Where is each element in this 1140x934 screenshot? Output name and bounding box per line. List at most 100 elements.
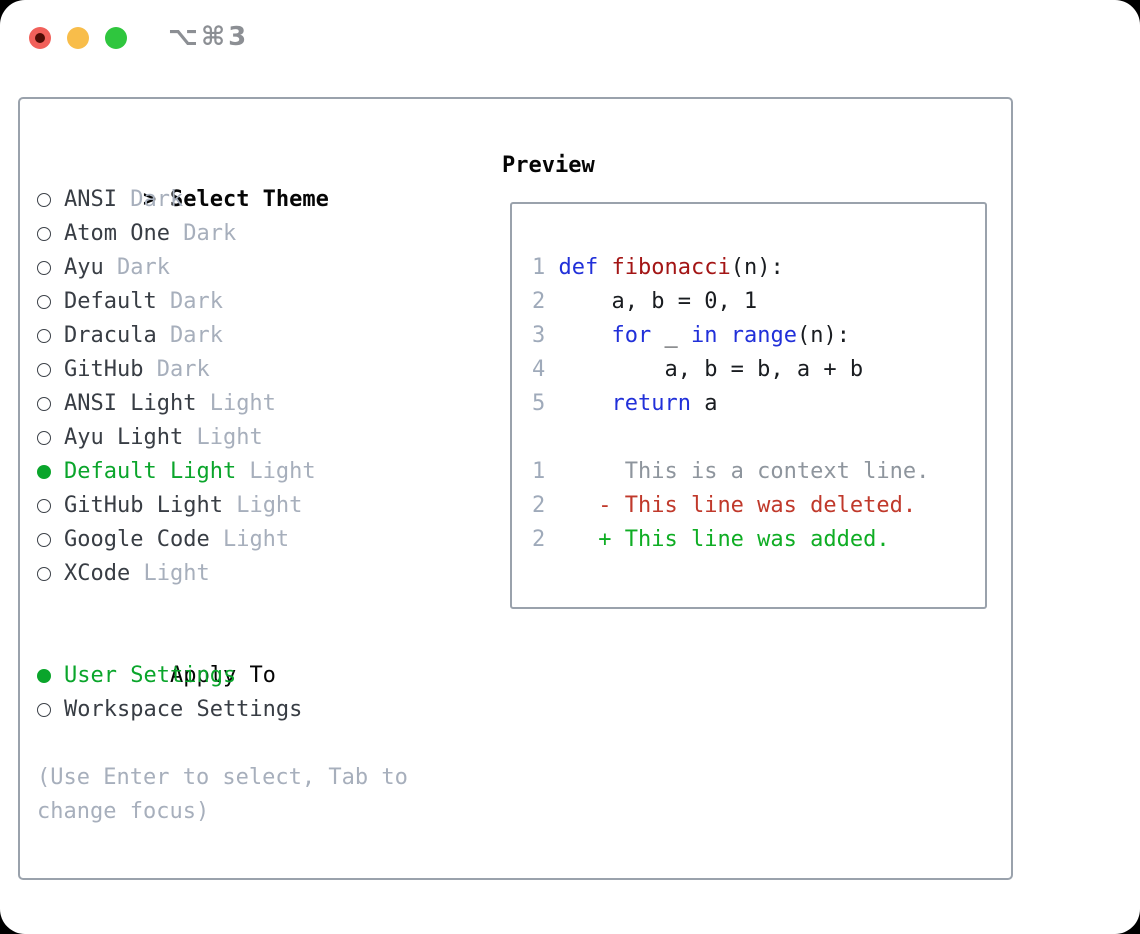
theme-variant-tag: Light xyxy=(209,527,290,552)
code-line: 2 a, b = 0, 1 xyxy=(532,285,985,319)
theme-option-dracula[interactable]: Dracula Dark xyxy=(37,319,477,353)
theme-variant-tag: Dark xyxy=(103,255,170,280)
diff-text: - This line was deleted. xyxy=(598,493,917,518)
code-token: (n): xyxy=(796,323,850,348)
theme-variant-tag: Light xyxy=(130,561,210,586)
theme-variant-tag: Dark xyxy=(116,187,184,212)
code-token: a xyxy=(690,391,718,416)
code-token: a, b = 0, 1 xyxy=(558,289,758,314)
diff-line-deleted: 2 - This line was deleted. xyxy=(532,489,985,523)
theme-option-github[interactable]: GitHub Dark xyxy=(37,353,477,387)
theme-variant-tag: Light xyxy=(236,459,316,484)
radio-icon xyxy=(37,193,51,207)
theme-variant-tag: Dark xyxy=(156,323,223,348)
code-token: in xyxy=(690,323,718,348)
theme-variant-tag: Light xyxy=(222,493,303,518)
code-token: for xyxy=(611,323,652,348)
code-line: 5 return a xyxy=(532,387,985,421)
theme-name: Google Code xyxy=(64,527,210,552)
diff-line-context: 1 This is a context line. xyxy=(532,455,985,489)
theme-option-ansi[interactable]: ANSI Dark xyxy=(37,183,477,217)
radio-icon xyxy=(37,431,51,445)
theme-name: ANSI Light xyxy=(64,391,197,416)
select-theme-header: > Select Theme xyxy=(37,149,477,212)
diff-line-added: 2 + This line was added. xyxy=(532,523,985,557)
theme-name: ANSI xyxy=(64,187,117,212)
radio-icon xyxy=(37,295,51,309)
radio-icon xyxy=(37,363,51,377)
code-token: def xyxy=(558,255,599,280)
zoom-button[interactable] xyxy=(105,27,127,49)
help-text: (Use Enter to select, Tab to change focu… xyxy=(37,765,408,824)
theme-variant-tag: Dark xyxy=(156,289,223,314)
code-token: a, b = b, a + b xyxy=(558,357,864,382)
theme-name: Atom One xyxy=(64,221,170,246)
theme-option-github-light[interactable]: GitHub Light Light xyxy=(37,489,477,523)
code-token: fibonacci xyxy=(611,255,731,280)
theme-variant-tag: Light xyxy=(183,425,263,450)
apply-option-user-settings[interactable]: User Settings xyxy=(37,659,477,693)
theme-option-default[interactable]: Default Dark xyxy=(37,285,477,319)
theme-variant-tag: Light xyxy=(196,391,276,416)
radio-icon xyxy=(37,533,51,547)
line-number: 1 xyxy=(532,459,546,484)
theme-option-ansi-light[interactable]: ANSI Light Light xyxy=(37,387,477,421)
spacer xyxy=(37,591,477,625)
focus-caret-icon: > xyxy=(142,187,157,212)
line-number: 2 xyxy=(532,493,546,518)
theme-variant-tag: Dark xyxy=(143,357,210,382)
window-title: ⌥⌘3 xyxy=(168,22,250,52)
apply-option-label: User Settings xyxy=(64,663,237,688)
radio-icon xyxy=(37,567,51,581)
record-dot-icon xyxy=(35,33,45,43)
theme-option-ayu-light[interactable]: Ayu Light Light xyxy=(37,421,477,455)
code-line: 1 def fibonacci(n): xyxy=(532,251,985,285)
titlebar: ⌥⌘3 xyxy=(0,0,1140,75)
theme-option-atom-one[interactable]: Atom One Dark xyxy=(37,217,477,251)
apply-to-header-label: Apply To xyxy=(169,663,276,688)
radio-icon xyxy=(37,261,51,275)
theme-name: Dracula xyxy=(64,323,157,348)
diff-block: 1 This is a context line.2 - This line w… xyxy=(532,455,985,557)
line-number: 2 xyxy=(532,527,546,552)
line-number: 1 xyxy=(532,255,546,280)
code-token: return xyxy=(611,391,691,416)
radio-icon xyxy=(37,703,51,717)
theme-option-default-light[interactable]: Default Light Light xyxy=(37,455,477,489)
radio-icon xyxy=(37,227,51,241)
code-token xyxy=(598,255,611,280)
code-line: 4 a, b = b, a + b xyxy=(532,353,985,387)
theme-name: GitHub xyxy=(64,357,144,382)
radio-icon xyxy=(37,397,51,411)
line-number: 4 xyxy=(532,357,546,382)
code-token xyxy=(559,323,612,348)
code-token xyxy=(717,323,730,348)
apply-to-header: Apply To xyxy=(37,625,477,688)
theme-name: GitHub Light xyxy=(64,493,223,518)
theme-option-google-code[interactable]: Google Code Light xyxy=(37,523,477,557)
theme-name: Default xyxy=(64,289,157,314)
apply-option-workspace-settings[interactable]: Workspace Settings xyxy=(37,693,477,727)
code-token: (n): xyxy=(730,255,784,280)
radio-selected-icon xyxy=(37,465,51,479)
code-line: 3 for _ in range(n): xyxy=(532,319,985,353)
minimize-button[interactable] xyxy=(67,27,89,49)
line-number: 5 xyxy=(532,391,546,416)
line-number: 3 xyxy=(532,323,546,348)
radio-icon xyxy=(37,499,51,513)
code-token: range xyxy=(730,323,797,348)
select-theme-header-label: Select Theme xyxy=(169,187,329,212)
preview-header-label: Preview xyxy=(502,153,595,178)
close-button[interactable] xyxy=(29,27,51,49)
line-number: 2 xyxy=(532,289,546,314)
theme-option-xcode[interactable]: XCode Light xyxy=(37,557,477,591)
code-token: _ xyxy=(651,323,691,348)
theme-option-ayu[interactable]: Ayu Dark xyxy=(37,251,477,285)
diff-text: This is a context line. xyxy=(598,459,930,484)
